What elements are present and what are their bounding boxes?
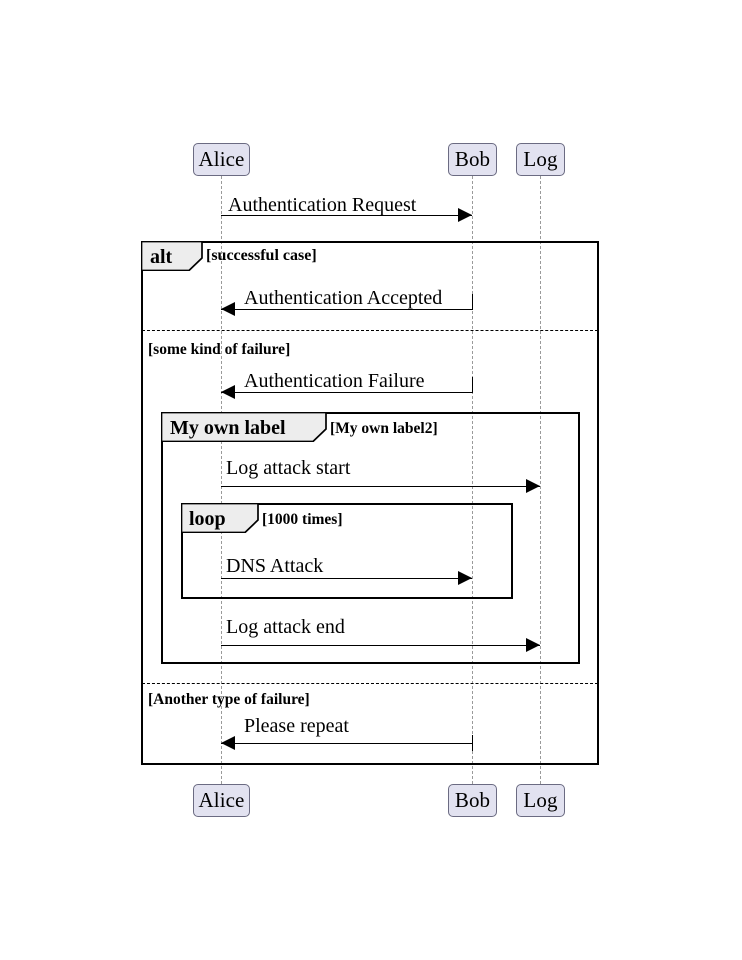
alt-fragment-guard-1: [successful case] <box>206 247 317 264</box>
message-authentication-accepted-line <box>221 309 472 310</box>
message-authentication-accepted-label: Authentication Accepted <box>244 287 443 309</box>
alt-fragment-frame <box>141 241 599 765</box>
lifeline-log <box>540 176 541 784</box>
participant-log-bottom-label: Log <box>523 788 558 812</box>
message-log-attack-end-label: Log attack end <box>226 616 345 638</box>
message-please-repeat-label: Please repeat <box>244 715 349 737</box>
message-dns-attack-label: DNS Attack <box>226 555 324 577</box>
message-authentication-failure-label: Authentication Failure <box>244 370 425 392</box>
message-authentication-failure-line <box>221 392 472 393</box>
my-own-label-fragment-frame <box>161 412 580 664</box>
my-own-label-fragment-operator-label: My own label <box>170 417 286 439</box>
message-log-attack-start-arrowhead-icon <box>526 479 540 493</box>
lifeline-alice <box>221 176 222 784</box>
alt-fragment-guard-3: [Another type of failure] <box>148 691 310 708</box>
message-authentication-failure-arrowhead-icon <box>221 385 235 399</box>
message-authentication-accepted-arrowhead-icon <box>221 302 235 316</box>
message-authentication-request-line <box>221 215 472 216</box>
message-log-attack-end-line <box>221 645 540 646</box>
participant-log-top-label: Log <box>523 147 558 171</box>
participant-alice-bottom[interactable]: Alice <box>193 784 250 817</box>
participant-alice-top[interactable]: Alice <box>193 143 250 176</box>
message-please-repeat-line <box>221 743 472 744</box>
alt-fragment-divider-1 <box>142 330 598 331</box>
participant-alice-top-label: Alice <box>198 147 245 171</box>
message-dns-attack-line <box>221 578 472 579</box>
participant-bob-top[interactable]: Bob <box>448 143 497 176</box>
message-authentication-failure-origin-tick <box>472 377 473 393</box>
message-log-attack-start-label: Log attack start <box>226 457 351 479</box>
message-authentication-request-arrowhead-icon <box>458 208 472 222</box>
lifeline-bob <box>472 176 473 784</box>
message-log-attack-end-arrowhead-icon <box>526 638 540 652</box>
message-authentication-accepted-origin-tick <box>472 294 473 310</box>
alt-fragment-operator-label: alt <box>150 246 173 268</box>
message-log-attack-start-line <box>221 486 540 487</box>
participant-alice-bottom-label: Alice <box>198 788 245 812</box>
loop-fragment-guard: [1000 times] <box>262 511 343 528</box>
participant-log-bottom[interactable]: Log <box>516 784 565 817</box>
my-own-label-fragment-guard: [My own label2] <box>330 420 438 437</box>
message-please-repeat-origin-tick <box>472 735 473 751</box>
message-authentication-request-label: Authentication Request <box>228 194 417 216</box>
loop-fragment-frame <box>181 503 513 599</box>
loop-fragment-operator-label: loop <box>189 508 226 530</box>
participant-log-top[interactable]: Log <box>516 143 565 176</box>
message-please-repeat-arrowhead-icon <box>221 736 235 750</box>
participant-bob-bottom-label: Bob <box>454 788 491 812</box>
alt-fragment-divider-2 <box>142 683 598 684</box>
alt-fragment-guard-2: [some kind of failure] <box>148 341 291 358</box>
participant-bob-top-label: Bob <box>454 147 491 171</box>
message-dns-attack-arrowhead-icon <box>458 571 472 585</box>
participant-bob-bottom[interactable]: Bob <box>448 784 497 817</box>
